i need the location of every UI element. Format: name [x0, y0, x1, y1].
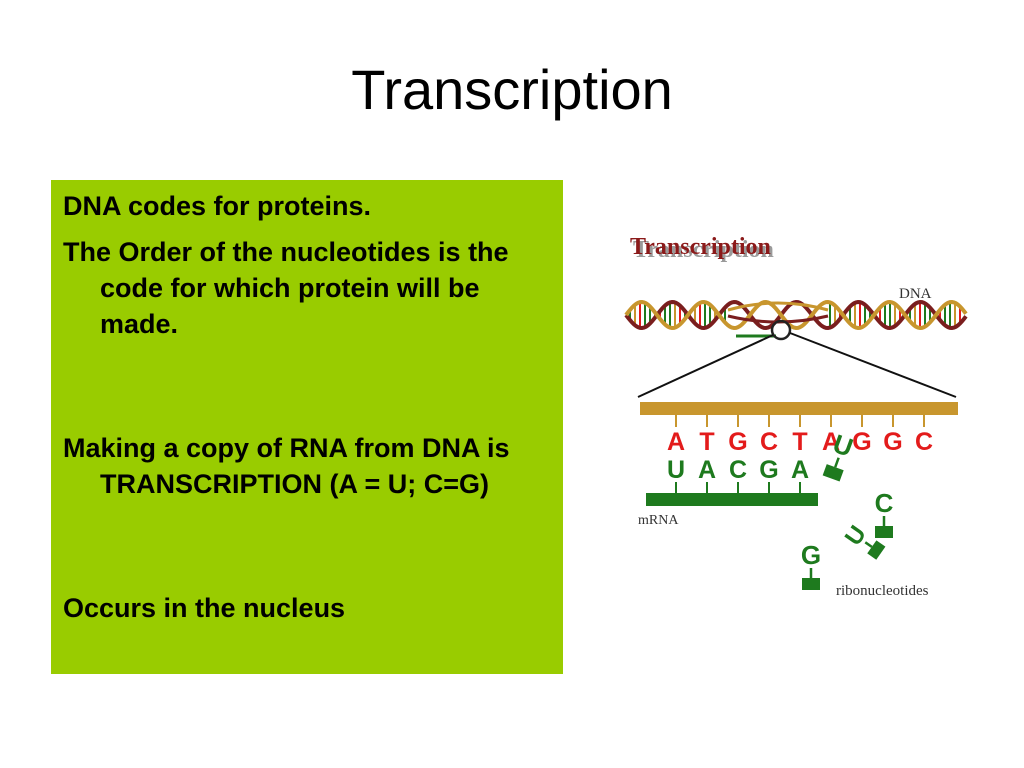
slide-title: Transcription: [351, 58, 673, 121]
mrna-strand: [646, 493, 818, 506]
dna-base-letter: A: [667, 428, 685, 456]
dna-base-letter: G: [728, 428, 747, 456]
mrna-base-letter: A: [698, 456, 716, 484]
free-ribonucleotide-c: C: [875, 488, 894, 538]
zoom-circle: [770, 319, 792, 341]
dna-base-letter: G: [883, 428, 902, 456]
dna-base-letter: G: [852, 428, 871, 456]
bullet-occurs-in-nucleus: Occurs in the nucleus: [63, 593, 346, 623]
dna-base-letter: T: [792, 428, 807, 456]
dna-base-letter: A: [822, 428, 840, 456]
mrna-base-letter: A: [791, 456, 809, 484]
bullet-dna-codes: DNA codes for proteins.: [63, 191, 372, 221]
bullet-nucleotide-order: The Order of the nucleotides is the code…: [63, 237, 509, 339]
dna-base-letter: C: [760, 428, 778, 456]
mrna-base-letter: G: [759, 456, 778, 484]
svg-text:C: C: [875, 488, 894, 518]
svg-text:U: U: [840, 521, 872, 551]
dna-helix: [624, 299, 968, 341]
dna-template-strand: [640, 402, 958, 415]
mrna-base-letter: C: [729, 456, 747, 484]
bullet-transcription-definition: Making a copy of RNA from DNA is TRANSCR…: [63, 433, 510, 499]
content-box: DNA codes for proteins. The Order of the…: [51, 180, 563, 674]
ribonucleotides-label: ribonucleotides: [836, 583, 929, 599]
diagram-heading: Transcription: [630, 234, 771, 260]
dna-base-letter: C: [915, 428, 933, 456]
mrna-base-letter: U: [667, 456, 685, 484]
svg-text:G: G: [801, 540, 821, 570]
dna-label: DNA: [899, 286, 932, 302]
zoom-line-right: [789, 332, 957, 398]
dna-base-letter: T: [699, 428, 714, 456]
zoom-line-left: [637, 334, 774, 398]
diagram-heading-shadow: Transcription: [633, 237, 774, 263]
free-ribonucleotide-g: G: [801, 540, 821, 590]
mrna-label: mRNA: [638, 513, 679, 528]
